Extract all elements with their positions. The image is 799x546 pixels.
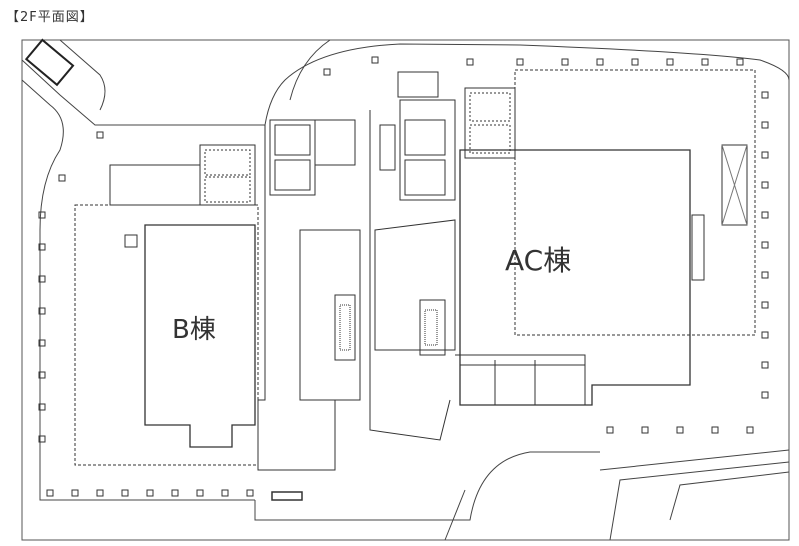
column-marker: [641, 426, 649, 434]
perimeter-markers: [38, 56, 769, 497]
column-marker: [761, 241, 769, 249]
column-marker: [38, 371, 46, 379]
column-marker: [746, 426, 754, 434]
column-marker: [761, 271, 769, 279]
column-marker: [38, 403, 46, 411]
column-marker: [711, 426, 719, 434]
column-marker: [701, 58, 709, 66]
column-marker: [761, 211, 769, 219]
central-core: [257, 71, 516, 501]
column-marker: [736, 58, 744, 66]
column-marker: [38, 211, 46, 219]
column-marker: [666, 58, 674, 66]
column-marker: [71, 489, 79, 497]
column-marker: [221, 489, 229, 497]
column-marker: [761, 91, 769, 99]
b-annex: [109, 164, 201, 206]
column-marker: [676, 426, 684, 434]
building-label-ac: AC棟: [505, 244, 571, 277]
column-marker: [171, 489, 179, 497]
plan-frame: [21, 39, 790, 541]
ac-building: [459, 149, 691, 406]
column-marker: [121, 489, 129, 497]
column-marker: [96, 489, 104, 497]
floor-plan-title: 【2F平面図】: [6, 10, 94, 25]
column-marker: [466, 58, 474, 66]
b-elevators: [199, 144, 256, 206]
column-marker: [38, 243, 46, 251]
column-marker: [761, 331, 769, 339]
site-boundary: [21, 38, 790, 541]
column-marker: [761, 121, 769, 129]
b-building: [144, 224, 256, 448]
column-marker: [38, 435, 46, 443]
column-marker: [46, 489, 54, 497]
column-marker: [596, 58, 604, 66]
column-marker: [146, 489, 154, 497]
column-marker: [196, 489, 204, 497]
building-label-b: B棟: [172, 315, 216, 345]
column-marker: [761, 181, 769, 189]
column-marker: [561, 58, 569, 66]
column-marker: [761, 391, 769, 399]
column-marker: [371, 56, 379, 64]
column-marker: [631, 58, 639, 66]
column-marker: [246, 489, 254, 497]
column-marker: [38, 307, 46, 315]
column-marker: [323, 68, 331, 76]
column-marker: [761, 151, 769, 159]
column-marker: [96, 131, 104, 139]
column-marker: [38, 339, 46, 347]
ac-rooms: [455, 354, 586, 405]
column-marker: [761, 361, 769, 369]
column-marker: [516, 58, 524, 66]
column-marker: [38, 275, 46, 283]
column-marker: [58, 174, 66, 182]
b-outer-zone: [74, 204, 259, 466]
column-marker: [761, 301, 769, 309]
column-marker: [606, 426, 614, 434]
ac-outer-zone: [514, 69, 756, 336]
